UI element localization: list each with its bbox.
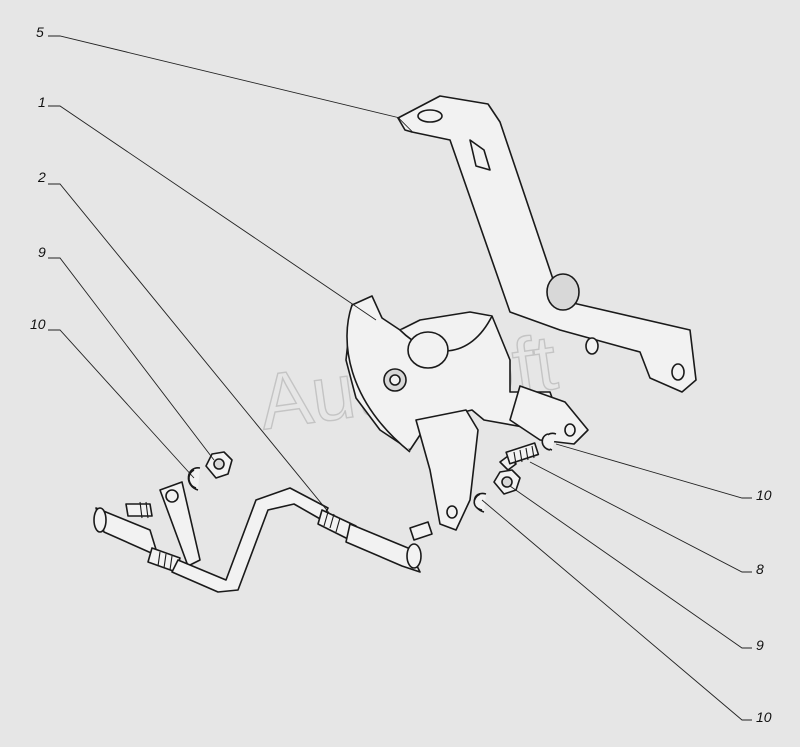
callout-10-left: 10 <box>30 316 46 332</box>
callout-5: 5 <box>36 24 44 40</box>
leader-10-left <box>48 329 195 479</box>
leader-10-right-top <box>555 443 752 499</box>
washer-part-10-right-top <box>541 432 557 451</box>
bracket-part-5 <box>397 95 697 393</box>
leader-9-right <box>509 485 752 649</box>
leader-2 <box>48 183 331 515</box>
nut-part-9-left <box>205 451 233 479</box>
leader-10-right-bottom <box>481 499 752 721</box>
callout-1: 1 <box>38 94 46 110</box>
leader-8 <box>529 461 752 573</box>
leader-9-left <box>48 257 215 461</box>
leader-1 <box>48 105 377 321</box>
callout-10-right-top: 10 <box>756 487 772 503</box>
washer-part-10-left <box>187 467 201 491</box>
callout-8: 8 <box>756 561 764 577</box>
leader-5 <box>48 35 401 119</box>
rod-part-2 <box>93 481 433 593</box>
pedal-assembly-part-1 <box>345 295 589 531</box>
washer-part-10-right-bottom <box>473 492 487 513</box>
bolt-part-8 <box>499 442 540 471</box>
callout-labels: 5 1 2 9 10 10 8 9 10 <box>30 24 772 725</box>
callout-9-left: 9 <box>38 244 46 260</box>
callout-2: 2 <box>37 169 46 185</box>
callout-10-right-bottom: 10 <box>756 709 772 725</box>
callout-9-right: 9 <box>756 637 764 653</box>
leader-lines <box>48 35 752 721</box>
